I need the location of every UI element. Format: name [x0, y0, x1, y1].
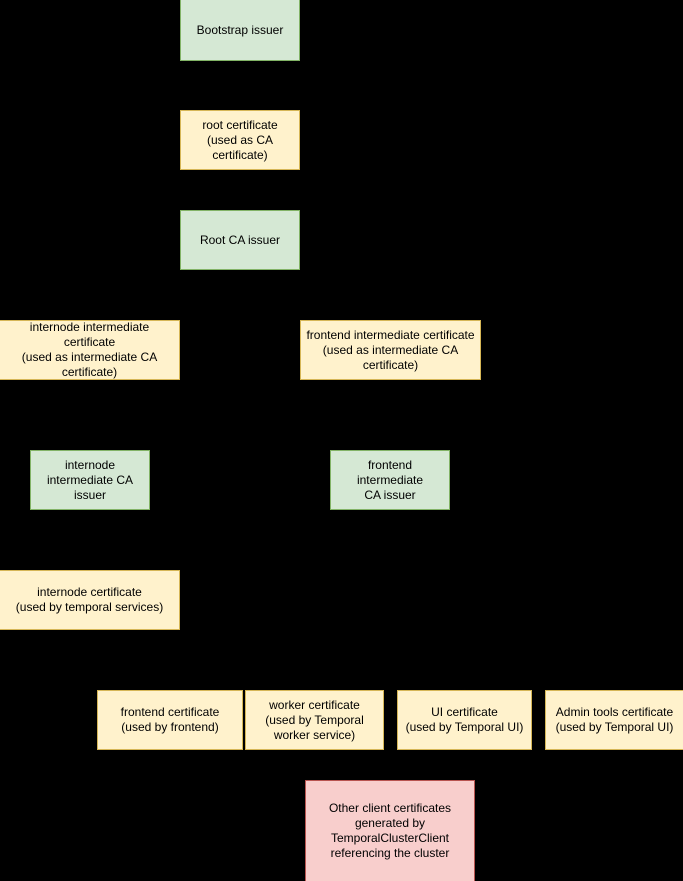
- node-frontend-certificate[interactable]: frontend certificate (used by frontend): [97, 690, 243, 750]
- edge-frontend-intermediate-ca-issuer-to-frontend-certificate: [170, 600, 390, 601]
- arrowhead-internode-intermediate-ca-issuer: [86, 444, 94, 450]
- edge-root-ca-issuer-to-internode-intermediate-certificate: [89, 295, 91, 320]
- node-admin-tools-certificate[interactable]: Admin tools certificate (used by Tempora…: [545, 690, 683, 750]
- arrowhead-root-ca-issuer: [236, 204, 244, 210]
- arrowhead-internode-intermediate-certificate: [85, 314, 94, 320]
- node-internode-certificate[interactable]: internode certificate (used by temporal …: [0, 570, 180, 630]
- node-bootstrap-issuer[interactable]: Bootstrap issuer: [180, 0, 300, 61]
- node-root-ca-issuer[interactable]: Root CA issuer: [180, 210, 300, 270]
- arrowhead-ui-certificate: [460, 684, 469, 690]
- node-ui-certificate[interactable]: UI certificate (used by Temporal UI): [397, 690, 532, 750]
- edge-frontend-intermediate-ca-issuer-to-worker-certificate: [314, 600, 390, 601]
- edge-frontend-intermediate-ca-issuer-to-admin-tools-certificate: [614, 600, 616, 690]
- arrowhead-frontend-intermediate-ca-issuer: [386, 444, 394, 450]
- arrowhead-other-client-certificates: [386, 774, 394, 780]
- edge-frontend-intermediate-ca-issuer-to-worker-certificate: [314, 600, 316, 690]
- edge-root-ca-issuer-to-frontend-intermediate-certificate: [240, 270, 241, 295]
- edge-frontend-intermediate-ca-issuer-to-admin-tools-certificate: [390, 600, 615, 601]
- node-worker-certificate[interactable]: worker certificate (used by Temporal wor…: [245, 690, 384, 750]
- node-internode-intermediate-certificate[interactable]: internode intermediate certificate (used…: [0, 320, 180, 380]
- edge-internode-intermediate-ca-issuer-to-internode-certificate: [90, 510, 91, 570]
- arrowhead-root-certificate: [236, 104, 244, 110]
- arrowhead-internode-certificate: [85, 564, 94, 570]
- node-root-certificate[interactable]: root certificate (used as CA certificate…: [180, 110, 300, 170]
- arrowhead-frontend-certificate: [166, 684, 174, 690]
- edge-frontend-intermediate-certificate-to-frontend-intermediate-ca-issuer: [390, 380, 392, 450]
- edge-frontend-intermediate-ca-issuer-to-frontend-certificate: [170, 600, 171, 690]
- edge-frontend-intermediate-ca-issuer-to-other-client-certificates: [390, 510, 391, 780]
- arrowhead-frontend-intermediate-certificate: [386, 314, 395, 320]
- edge-root-ca-issuer-to-frontend-intermediate-certificate: [390, 295, 392, 320]
- edge-internode-intermediate-certificate-to-internode-intermediate-ca-issuer: [89, 380, 91, 450]
- edge-root-ca-issuer-to-internode-intermediate-certificate: [89, 295, 240, 296]
- node-internode-intermediate-ca-issuer[interactable]: internode intermediate CA issuer: [30, 450, 150, 510]
- edge-root-certificate-to-root-ca-issuer: [240, 170, 241, 210]
- edge-bootstrap-issuer-to-root-certificate: [240, 61, 241, 110]
- node-frontend-intermediate-certificate[interactable]: frontend intermediate certificate (used …: [300, 320, 481, 380]
- arrowhead-admin-tools-certificate: [610, 684, 619, 690]
- arrowhead-worker-certificate: [310, 684, 319, 690]
- edge-frontend-intermediate-ca-issuer-to-ui-certificate: [464, 600, 466, 690]
- node-other-client-certificates[interactable]: Other client certificates generated by T…: [305, 780, 475, 881]
- edge-root-ca-issuer-to-frontend-intermediate-certificate: [240, 295, 391, 296]
- node-frontend-intermediate-ca-issuer[interactable]: frontend intermediate CA issuer: [330, 450, 450, 510]
